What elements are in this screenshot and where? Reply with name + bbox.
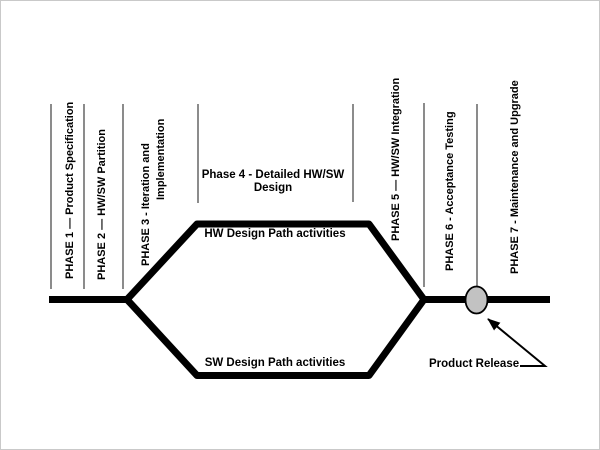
phase-3-label-line-2: Implementation xyxy=(155,118,167,200)
hw-design-path xyxy=(49,220,550,303)
phase-2-label: PHASE 2 — HW/SW Partition xyxy=(96,129,108,280)
product-release-marker xyxy=(464,285,489,315)
phase-1-label: PHASE 1 — Product Specification xyxy=(64,101,76,279)
sw-path-label: SW Design Path activities xyxy=(204,357,346,369)
product-release-arrow xyxy=(487,318,548,367)
phase-4-label: Phase 4 - Detailed HW/SW Design xyxy=(193,169,353,195)
phase-5-label: PHASE 5 — HW/SW Integration xyxy=(390,77,402,241)
product-release-label: Product Release xyxy=(429,358,520,370)
phase-4-label-line-1: Phase 4 - Detailed HW/SW xyxy=(201,169,345,181)
sw-design-path xyxy=(124,297,427,379)
phase-4-label-line-2: Design xyxy=(253,182,293,194)
phase-6-label: PHASE 6 - Acceptance Testing xyxy=(444,111,456,271)
phase-7-label: PHASE 7 - Maintenance and Upgrade xyxy=(509,80,521,274)
hw-path-label: HW Design Path activities xyxy=(204,228,346,240)
phase-separator-lines xyxy=(50,103,478,289)
phase-3-label-line-1: PHASE 3 - Iteration and xyxy=(140,143,152,266)
